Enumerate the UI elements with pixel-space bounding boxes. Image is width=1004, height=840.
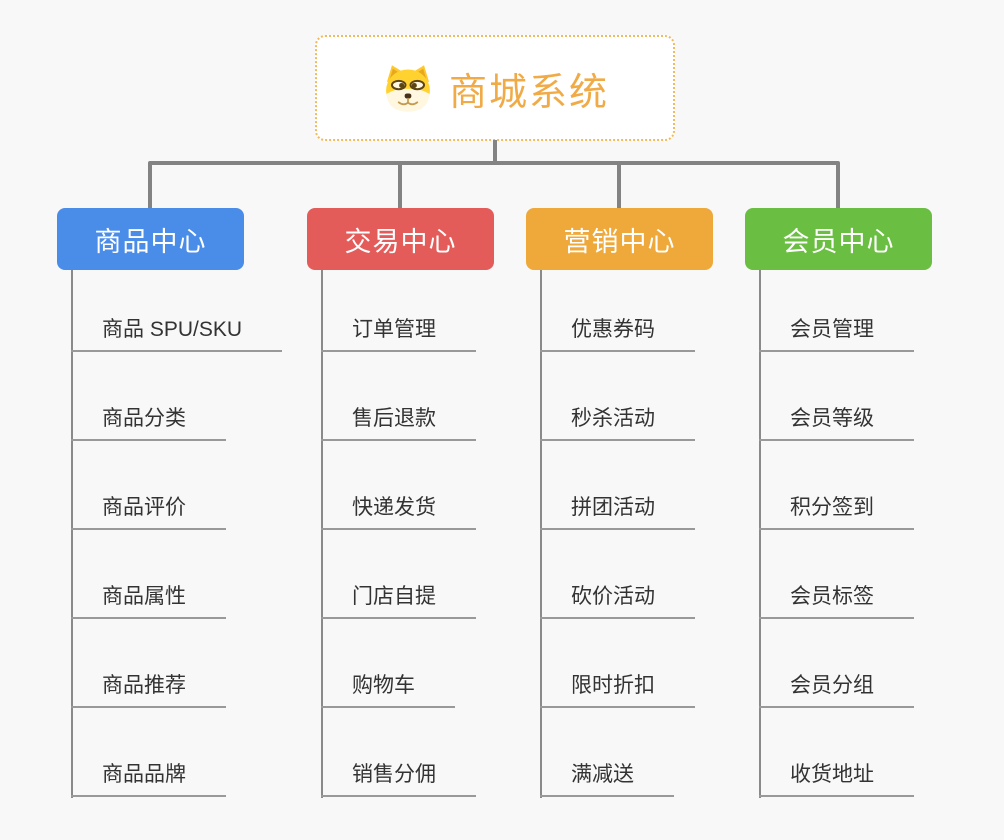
child-node-label[interactable]: 优惠券码 — [540, 313, 695, 352]
child-node-label[interactable]: 售后退款 — [321, 402, 476, 441]
spine-marketing-center — [540, 270, 542, 798]
child-node-label[interactable]: 门店自提 — [321, 580, 476, 619]
child-node: 限时折扣 — [540, 619, 695, 708]
child-node-label[interactable]: 砍价活动 — [540, 580, 695, 619]
spine-product-center — [71, 270, 73, 798]
spine-member-center — [759, 270, 761, 798]
child-node-label[interactable]: 购物车 — [321, 669, 455, 708]
root-title: 商城系统 — [448, 71, 609, 114]
child-node: 商品推荐 — [71, 619, 282, 708]
child-node-label[interactable]: 限时折扣 — [540, 669, 695, 708]
child-node: 收货地址 — [759, 708, 914, 797]
child-node: 积分签到 — [759, 441, 914, 530]
child-node-label[interactable]: 商品评价 — [71, 491, 226, 530]
child-node: 售后退款 — [321, 352, 476, 441]
child-node-label[interactable]: 商品推荐 — [71, 669, 226, 708]
child-node: 会员标签 — [759, 530, 914, 619]
child-node-label[interactable]: 销售分佣 — [321, 758, 476, 797]
child-column-marketing-center: 优惠券码 秒杀活动 拼团活动 砍价活动 限时折扣 满减送 — [540, 263, 695, 797]
child-node: 销售分佣 — [321, 708, 476, 797]
child-node: 商品评价 — [71, 441, 282, 530]
child-node: 订单管理 — [321, 263, 476, 352]
child-node: 门店自提 — [321, 530, 476, 619]
child-node-label[interactable]: 会员等级 — [759, 402, 914, 441]
child-node: 满减送 — [540, 708, 695, 797]
connector-horizontal — [148, 161, 840, 165]
child-column-member-center: 会员管理 会员等级 积分签到 会员标签 会员分组 收货地址 — [759, 263, 914, 797]
child-column-trade-center: 订单管理 售后退款 快递发货 门店自提 购物车 销售分佣 — [321, 263, 476, 797]
connector-drop-2 — [398, 163, 402, 209]
dog-face-icon — [386, 65, 430, 112]
child-node-label[interactable]: 会员管理 — [759, 313, 914, 352]
child-node: 会员等级 — [759, 352, 914, 441]
child-node: 商品品牌 — [71, 708, 282, 797]
child-node: 秒杀活动 — [540, 352, 695, 441]
child-node-label[interactable]: 会员标签 — [759, 580, 914, 619]
child-node: 商品属性 — [71, 530, 282, 619]
branch-node-marketing-center[interactable]: 营销中心 — [526, 208, 713, 270]
connector-drop-3 — [617, 163, 621, 209]
child-node-label[interactable]: 商品属性 — [71, 580, 226, 619]
child-node-label[interactable]: 满减送 — [540, 758, 674, 797]
child-node-label[interactable]: 订单管理 — [321, 313, 476, 352]
spine-trade-center — [321, 270, 323, 798]
child-column-product-center: 商品 SPU/SKU 商品分类 商品评价 商品属性 商品推荐 商品品牌 — [71, 263, 283, 797]
child-node: 购物车 — [321, 619, 476, 708]
child-node-label[interactable]: 商品品牌 — [71, 758, 226, 797]
child-node: 快递发货 — [321, 441, 476, 530]
child-node: 拼团活动 — [540, 441, 695, 530]
branch-node-product-center[interactable]: 商品中心 — [57, 208, 244, 270]
child-node: 商品 SPU/SKU — [71, 263, 283, 352]
child-node-label[interactable]: 商品 SPU/SKU — [71, 313, 283, 352]
connector-drop-1 — [148, 163, 152, 209]
child-node: 会员管理 — [759, 263, 914, 352]
child-node-label[interactable]: 秒杀活动 — [540, 402, 695, 441]
child-node-label[interactable]: 收货地址 — [759, 758, 914, 797]
child-node: 商品分类 — [71, 352, 282, 441]
child-node-label[interactable]: 商品分类 — [71, 402, 226, 441]
child-node: 会员分组 — [759, 619, 914, 708]
child-node: 砍价活动 — [540, 530, 695, 619]
connector-drop-4 — [836, 163, 840, 209]
child-node-label[interactable]: 快递发货 — [321, 491, 476, 530]
child-node-label[interactable]: 会员分组 — [759, 669, 914, 708]
root-node-mall-system[interactable]: 商城系统 — [315, 35, 675, 141]
branch-node-trade-center[interactable]: 交易中心 — [307, 208, 494, 270]
child-node-label[interactable]: 拼团活动 — [540, 491, 695, 530]
branch-node-member-center[interactable]: 会员中心 — [745, 208, 932, 270]
connector-root-stem — [493, 140, 497, 164]
child-node-label[interactable]: 积分签到 — [759, 491, 914, 530]
child-node: 优惠券码 — [540, 263, 695, 352]
